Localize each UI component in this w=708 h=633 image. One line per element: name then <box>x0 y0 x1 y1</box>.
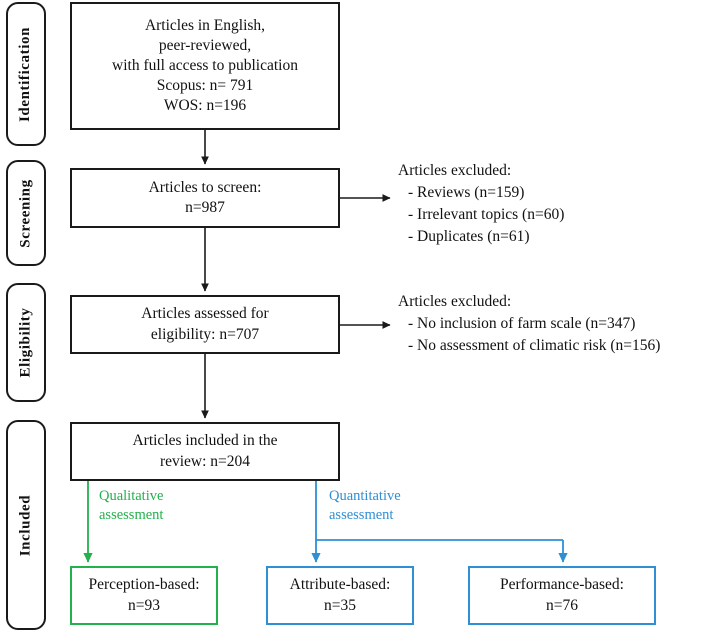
note-eligibility-excluded-item-1: - No inclusion of farm scale (n=347) <box>408 315 636 332</box>
box-screening: Articles to screen: n=987 <box>70 168 340 228</box>
box-eligibility-line-1: Articles assessed for <box>141 305 269 323</box>
note-screening-excluded-item-1: - Reviews (n=159) <box>408 184 525 201</box>
box-included: Articles included in the review: n=204 <box>70 422 340 481</box>
note-eligibility-excluded-item-2: - No assessment of climatic risk (n=156) <box>408 337 661 354</box>
caption-quantitative-assessment: Quantitative assessment <box>329 487 401 525</box>
box-eligibility-line-2: eligibility: n=707 <box>150 325 260 343</box>
stage-label-included: Included <box>6 420 46 630</box>
box-perception-based-line-2: n=93 <box>128 596 160 614</box>
stage-label-identification-text: Identification <box>17 26 34 122</box>
box-perception-based: Perception-based: n=93 <box>70 566 218 625</box>
caption-quantitative-line-2: assessment <box>329 506 394 523</box>
box-identification-line-2: peer-reviewed, <box>158 36 252 54</box>
box-performance-based: Performance-based: n=76 <box>468 566 656 625</box>
box-screening-line-1: Articles to screen: <box>148 178 262 196</box>
stage-label-identification: Identification <box>6 2 46 146</box>
box-identification: Articles in English, peer-reviewed, with… <box>70 2 340 130</box>
note-eligibility-excluded-title: Articles excluded: <box>398 293 512 310</box>
caption-qualitative-assessment: Qualitative assessment <box>99 487 163 525</box>
box-attribute-based-line-2: n=35 <box>324 596 356 614</box>
box-eligibility: Articles assessed for eligibility: n=707 <box>70 295 340 354</box>
stage-label-eligibility: Eligibility <box>6 283 46 402</box>
stage-label-eligibility-text: Eligibility <box>17 307 34 378</box>
note-eligibility-excluded: Articles excluded: - No inclusion of far… <box>398 291 660 357</box>
box-identification-line-4: Scopus: n= 791 <box>156 77 254 95</box>
note-screening-excluded-item-2: - Irrelevant topics (n=60) <box>408 206 565 223</box>
box-screening-line-2: n=987 <box>185 199 225 216</box>
box-perception-based-line-1: Perception-based: <box>88 576 200 594</box>
box-identification-line-3: with full access to publication <box>112 56 298 74</box>
box-identification-line-5: WOS: n=196 <box>163 97 247 115</box>
note-screening-excluded: Articles excluded: - Reviews (n=159) - I… <box>398 160 564 248</box>
stage-label-included-text: Included <box>17 494 34 556</box>
box-performance-based-line-1: Performance-based: <box>500 576 624 594</box>
note-screening-excluded-item-3: - Duplicates (n=61) <box>408 228 530 245</box>
caption-qualitative-line-1: Qualitative <box>99 488 164 504</box>
stage-label-screening-text: Screening <box>17 178 34 248</box>
stage-label-screening: Screening <box>6 160 46 266</box>
box-attribute-based: Attribute-based: n=35 <box>266 566 414 625</box>
note-screening-excluded-title: Articles excluded: <box>398 162 512 179</box>
caption-qualitative-line-2: assessment <box>99 506 164 523</box>
box-included-line-1: Articles included in the <box>132 432 278 450</box>
caption-quantitative-line-1: Quantitative <box>329 488 401 504</box>
box-included-line-2: review: n=204 <box>159 452 251 470</box>
box-performance-based-line-2: n=76 <box>546 596 578 614</box>
box-identification-line-1: Articles in English, <box>144 16 266 34</box>
box-attribute-based-line-1: Attribute-based: <box>289 576 391 594</box>
